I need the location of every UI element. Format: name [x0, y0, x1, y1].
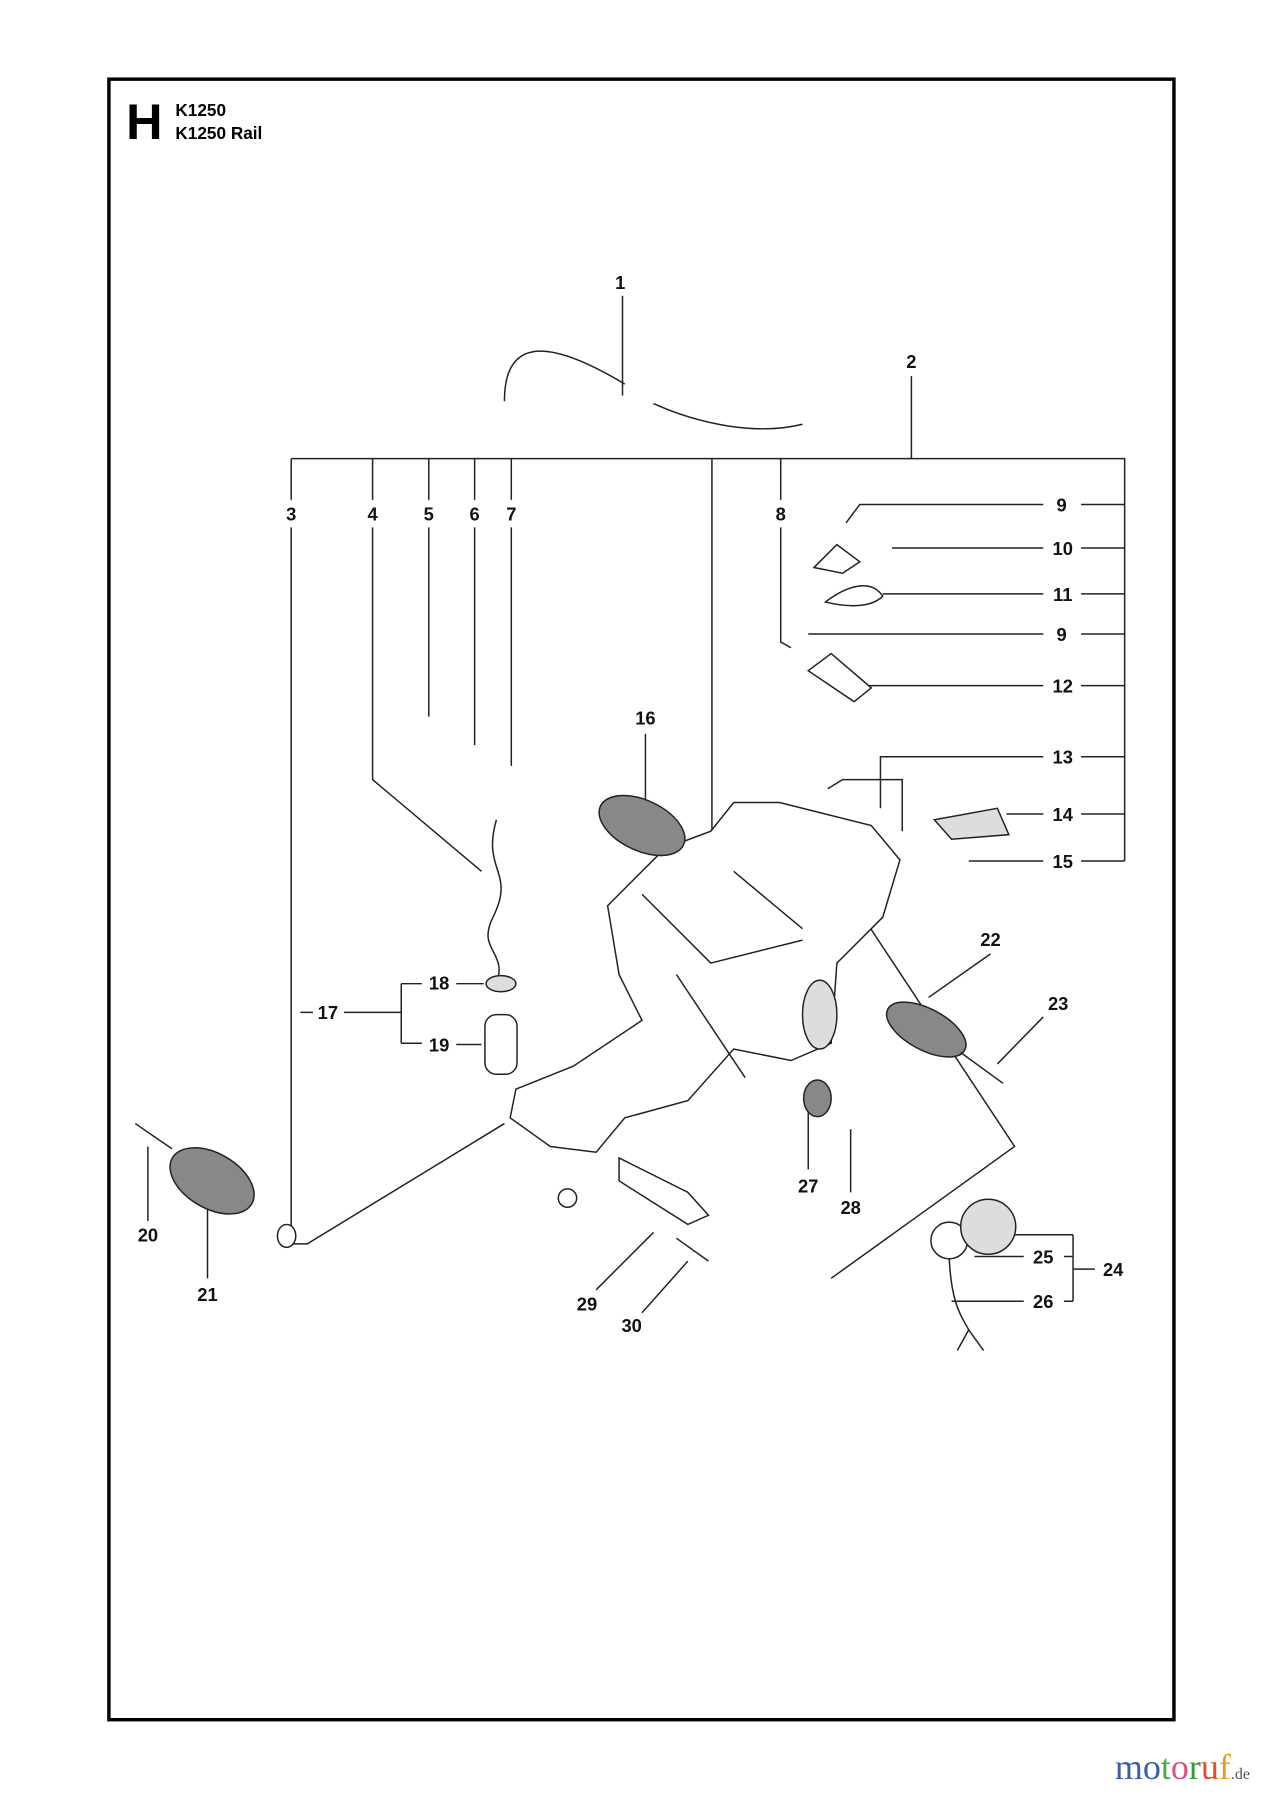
callout-24: 24: [1103, 1259, 1124, 1280]
callout-17: 17: [318, 1002, 338, 1023]
callout-12: 12: [1053, 675, 1073, 696]
trigger-parts: [806, 543, 873, 703]
callout-4: 4: [367, 504, 378, 525]
callout-13: 13: [1053, 747, 1073, 768]
callout-14: 14: [1053, 804, 1074, 825]
callout-3: 3: [286, 504, 296, 525]
callout-23: 23: [1048, 993, 1068, 1014]
callout-18: 18: [429, 972, 449, 993]
spring-buffer-21: [169, 1147, 255, 1215]
callout-2: 2: [906, 351, 916, 372]
callout-26: 26: [1033, 1291, 1053, 1312]
callout-30: 30: [621, 1315, 641, 1336]
section-letter: H: [126, 93, 162, 150]
model-name: K1250 Rail: [175, 123, 262, 143]
callout-19: 19: [429, 1034, 449, 1055]
callout-11: 11: [1053, 584, 1072, 605]
callout-22: 22: [980, 929, 1000, 950]
callout-5: 5: [424, 504, 434, 525]
body-housing: [509, 801, 901, 1154]
spring-buffer-16: [598, 794, 686, 857]
mount-bracket: [618, 1156, 710, 1226]
callout-8: 8: [776, 504, 786, 525]
watermark-letter: t: [1160, 1747, 1171, 1787]
watermark-letter: o: [1142, 1747, 1161, 1787]
watermark-letter: m: [1114, 1747, 1143, 1787]
callout-lines: [147, 295, 1126, 1314]
watermark-tld: .de: [1230, 1766, 1250, 1783]
callout-6: 6: [470, 504, 480, 525]
callout-9: 9: [1056, 624, 1066, 645]
callout-9: 9: [1056, 494, 1066, 515]
frame-border: [107, 77, 1176, 1722]
callout-16: 16: [635, 708, 655, 729]
callout-21: 21: [197, 1284, 217, 1305]
callout-29: 29: [577, 1293, 597, 1314]
watermark-letter: o: [1170, 1747, 1189, 1787]
watermark-letter: f: [1218, 1747, 1231, 1787]
callout-20: 20: [138, 1225, 158, 1246]
watermark-letter: r: [1188, 1747, 1201, 1787]
watermark-letter: u: [1200, 1747, 1219, 1787]
spring-buffer-22: [885, 1001, 967, 1058]
callout-1: 1: [615, 272, 625, 293]
callout-25: 25: [1033, 1246, 1053, 1267]
spring-4: [487, 819, 502, 987]
throttle-cable: [503, 350, 803, 430]
callout-15: 15: [1053, 851, 1073, 872]
part-drawings: [134, 350, 1017, 1351]
callout-28: 28: [840, 1197, 860, 1218]
callout-27: 27: [798, 1175, 818, 1196]
watermark-logo: motoruf.de: [1115, 1746, 1250, 1788]
callout-7: 7: [506, 504, 516, 525]
callout-10: 10: [1053, 538, 1073, 559]
model-name: K1250: [175, 100, 226, 120]
